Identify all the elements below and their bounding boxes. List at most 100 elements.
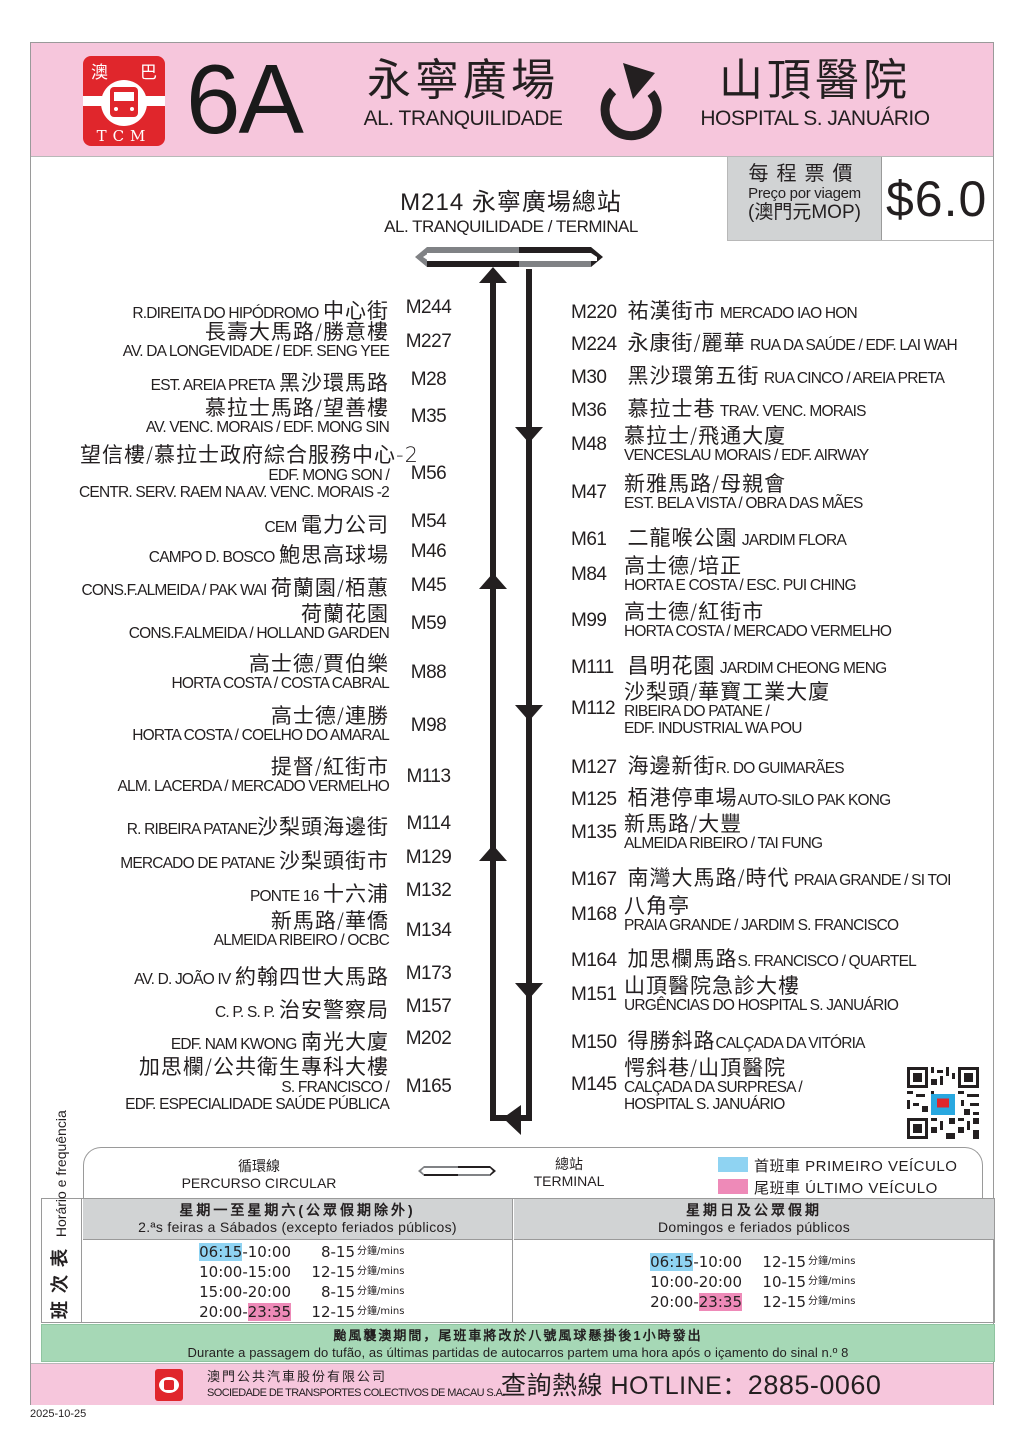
stop-pt: RUA DA SAÚDE / EDF. LAI WAH xyxy=(749,337,958,354)
legend-circular-zh: 循環線 xyxy=(238,1158,280,1174)
stop-zh: 高士德/賈伯樂 xyxy=(248,652,389,676)
stop-zh: 沙梨頭街市 xyxy=(279,849,389,873)
unit: 分鐘/mins xyxy=(808,1256,856,1267)
stop-pt: AUTO-SILO PAK KONG xyxy=(737,792,891,809)
stop-pt: TRAV. VENC. MORAIS xyxy=(719,403,867,420)
footer: 澳門公共汽車股份有限公司 SOCIEDADE DE TRANSPORTES CO… xyxy=(31,1363,993,1405)
stop-pt: HORTA COSTA / MERCADO VERMELHO xyxy=(624,623,892,640)
stop-M167: M167 南灣大馬路/時代 PRAIA GRANDE / SI TOI xyxy=(571,862,951,892)
weekday-schedule: 星期一至星期六(公眾假期除外) 2.ªs feiras a Sábados (e… xyxy=(83,1199,513,1322)
unit: 分鐘/mins xyxy=(808,1296,856,1307)
origin-terminal: 永寧廣場 AL. TRANQUILIDADE xyxy=(349,55,577,131)
stop-M114: R. RIBEIRA PATANE沙梨頭海邊街 xyxy=(127,811,389,841)
stop-zh: 長壽大馬路/勝意樓 xyxy=(204,320,389,344)
stop-zh: 高士德/培正 xyxy=(624,554,743,578)
stop-pt: ALMEIDA RIBEIRO / TAI FUNG xyxy=(624,835,823,852)
hotline-number[interactable]: 2885-0060 xyxy=(747,1370,882,1400)
stop-code: M202 xyxy=(405,1028,452,1049)
stop-pt: CONS.F.ALMEIDA / PAK WAI xyxy=(81,582,268,599)
frequency: 12-15 xyxy=(762,1293,806,1311)
stop-pt: EDF. NAM KWONG xyxy=(170,1036,298,1053)
stop-pt: AV. VENC. MORAIS / EDF. MONG SIN xyxy=(145,419,390,436)
date-stamp: 2025-10-25 xyxy=(30,1408,87,1420)
end-time: 10:00 xyxy=(247,1243,291,1261)
stop-pt: HORTA E COSTA / ESC. PUI CHING xyxy=(624,577,857,594)
stop-pt: AV. D. JOÃO IV xyxy=(134,971,231,988)
company-name-zh: 澳門公共汽車股份有限公司 xyxy=(207,1370,388,1385)
stop-pt: CONS.F.ALMEIDA / HOLLAND GARDEN xyxy=(128,625,390,642)
fare-label-zh: 每程票價 xyxy=(748,163,861,185)
end-time: 15:00 xyxy=(247,1263,291,1281)
stop-pt: EDF. MONG SON / xyxy=(268,467,389,484)
weekday-heading-pt: 2.ªs feiras a Sábados (excepto feriados … xyxy=(138,1219,457,1235)
stop-zh: 約翰四世大馬路 xyxy=(235,965,389,989)
destination-pt: HOSPITAL S. JANUÁRIO xyxy=(700,107,930,130)
fare-label: 每程票價 Preço por viagem (澳門元MOP) xyxy=(728,157,882,240)
frequency: 8-15 xyxy=(320,1283,355,1301)
stop-code: M151 xyxy=(571,983,617,1005)
stop-pt: CALÇADA DA VITÓRIA xyxy=(715,1035,865,1052)
last-bus-time: 23:35 xyxy=(247,1303,291,1321)
last-bus-swatch xyxy=(718,1179,748,1194)
route-header: 澳巴 TCM 6A 永寧廣場 AL. TRANQUILIDADE 山頂醫院 HO… xyxy=(31,43,993,157)
stop-zh: 黑沙環第五街 xyxy=(627,364,760,388)
stop-pt: EST. AREIA PRETA xyxy=(150,377,276,394)
stop-pt: ALMEIDA RIBEIRO / OCBC xyxy=(213,932,390,949)
stop-pt: CAMPO D. BOSCO xyxy=(148,549,276,566)
stop-pt: MERCADO DE PATANE xyxy=(120,855,275,872)
stop-M224: M224 永康街/麗華 RUA DA SAÚDE / EDF. LAI WAH xyxy=(571,327,958,357)
stop-pt-line2: EDF. INDUSTRIAL WA POU xyxy=(624,720,802,737)
timetable-side-label: 班次表 Horário e frequência xyxy=(42,1110,82,1322)
stop-pt-line2: HOSPITAL S. JANUÁRIO xyxy=(624,1096,785,1113)
stop-code: M168 xyxy=(571,903,617,925)
stop-pt: VENCESLAU MORAIS / EDF. AIRWAY xyxy=(624,447,869,464)
stop-code: M45 xyxy=(410,575,447,596)
stop-code: M59 xyxy=(410,613,447,634)
stop-pt: R. DO GUIMARÃES xyxy=(715,760,844,777)
stop-code: M48 xyxy=(571,433,607,455)
stop-zh: 新馬路/華僑 xyxy=(270,909,389,933)
start-time: 20:00 xyxy=(650,1293,694,1311)
terminal-title: M214 永寧廣場總站 AL. TRANQUILIDADE / TERMINAL xyxy=(361,189,661,237)
hotline: 查詢熱線 HOTLINE：2885-0060 xyxy=(501,1370,881,1401)
frequency: 12-15 xyxy=(762,1253,806,1271)
stop-zh: 栢港停車場 xyxy=(627,786,738,810)
stop-zh: 昌明花園 xyxy=(627,654,716,678)
origin-pt: AL. TRANQUILIDADE xyxy=(363,107,563,130)
stop-pt-line2: CENTR. SERV. RAEM NA AV. VENC. MORAIS -2 xyxy=(79,484,390,501)
qr-code-icon[interactable] xyxy=(907,1067,979,1139)
stop-pt: CEM xyxy=(264,519,298,536)
terminal-code: M214 xyxy=(400,189,465,216)
stop-M28: EST. AREIA PRETA 黑沙環馬路 xyxy=(151,367,389,397)
frequency: 12-15 xyxy=(311,1303,355,1321)
stop-code: M224 xyxy=(571,334,617,355)
stop-M36: M36 慕拉士巷 TRAV. VENC. MORAIS xyxy=(571,393,867,423)
stop-zh: 黑沙環馬路 xyxy=(279,371,389,395)
stop-code: M157 xyxy=(405,996,452,1017)
stop-pt: HORTA COSTA / COSTA CABRAL xyxy=(171,675,390,692)
stop-M61: M61 二龍喉公園 JARDIM FLORA xyxy=(571,522,847,552)
route-line-diagram xyxy=(415,247,603,1135)
stop-zh: 八角亭 xyxy=(624,894,690,918)
stop-code: M220 xyxy=(571,302,617,323)
last-bus-label: 尾班車 ÚLTIMO VEÍCULO xyxy=(754,1180,938,1197)
stop-M54: CEM 電力公司 xyxy=(265,509,390,539)
stop-M125: M125 栢港停車場AUTO-SILO PAK KONG xyxy=(571,782,891,812)
start-time: 20:00 xyxy=(199,1303,243,1321)
stop-zh: 加思欄/公共衛生專科大樓 xyxy=(138,1055,389,1079)
stop-code: M244 xyxy=(405,297,452,318)
